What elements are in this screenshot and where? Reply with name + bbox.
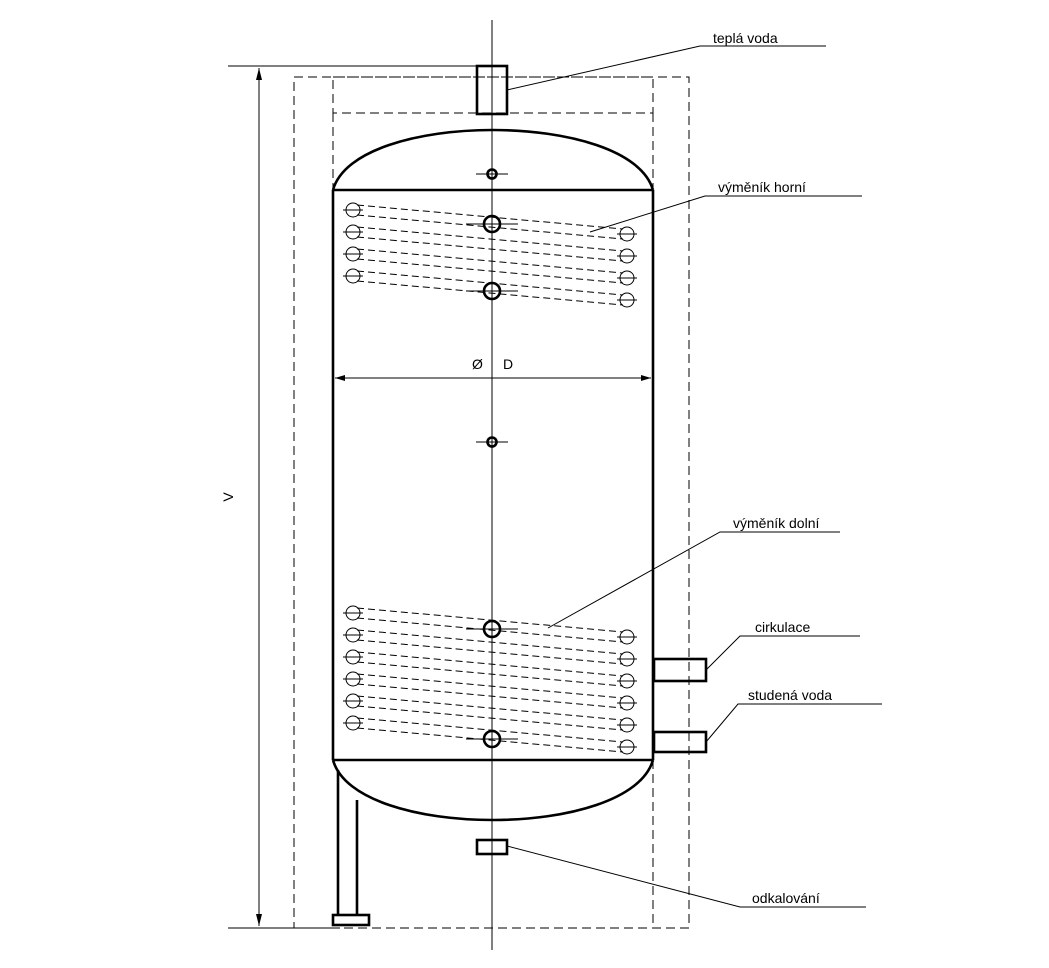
lower-coil-pipe-run [356, 639, 624, 665]
upper-coil-pipe-run [356, 258, 624, 284]
lower-coil-pipe-run [356, 717, 624, 743]
upper-coil-pipe-run [356, 270, 624, 296]
upper-coil-pipe-run [356, 280, 624, 306]
lower-coil-pipe-run [356, 673, 624, 699]
bottom-dome [331, 759, 655, 822]
circulation-callout: cirkulace [705, 619, 860, 671]
drain-label: odkalování [752, 890, 820, 906]
upper-coil-pipe-run [356, 204, 624, 230]
diameter-symbol: Ø [472, 356, 483, 372]
upper-exchanger-port-1 [466, 214, 518, 234]
upper-exchanger-callout: výměník horní [589, 179, 862, 233]
lower-coil-pipe-run [356, 705, 624, 731]
lower-coil-pipe-run [356, 727, 624, 753]
top-dome [331, 128, 655, 191]
circulation-label: cirkulace [755, 619, 810, 635]
height-label: V [220, 492, 236, 502]
lower-coil-pipe-run [356, 617, 624, 643]
lower-coil-pipe-run [356, 683, 624, 709]
upper-coil-pipe-run [356, 248, 624, 274]
upper-coil-pipe-run [356, 214, 624, 240]
diameter-label: D [503, 356, 513, 372]
lower-exchanger-callout: výměník dolní [547, 515, 840, 629]
cold-water-nozzle [652, 730, 708, 754]
hot-water-callout: teplá voda [506, 30, 826, 91]
upper-exchanger-label: výměník horní [718, 179, 806, 195]
lower-coil-pipe-run [356, 629, 624, 655]
lower-coil-pipe-run [356, 661, 624, 687]
sensor-port-top [476, 168, 508, 180]
drain-nozzle [475, 838, 509, 856]
cold-water-callout: studená voda [705, 687, 882, 743]
lower-coil-pipe-run [356, 607, 624, 633]
upper-coil-pipe-run [356, 236, 624, 262]
lower-exchanger-coil [343, 605, 637, 755]
lower-coil-pipe-run [356, 651, 624, 677]
sensor-port-middle [476, 436, 508, 448]
drain-callout: odkalování [506, 845, 866, 908]
hot-water-label: teplá voda [713, 30, 778, 46]
diameter-dimension: Ø D [335, 356, 651, 381]
tank-body [331, 128, 655, 822]
lower-coil-pipe-run [356, 695, 624, 721]
circulation-nozzle [652, 657, 708, 683]
lower-exchanger-label: výměník dolní [733, 515, 819, 531]
support-leg [331, 770, 371, 927]
height-dimension: V [220, 65, 478, 929]
cold-water-label: studená voda [748, 687, 832, 703]
upper-coil-pipe-run [356, 226, 624, 252]
upper-exchanger-coil [343, 202, 637, 308]
